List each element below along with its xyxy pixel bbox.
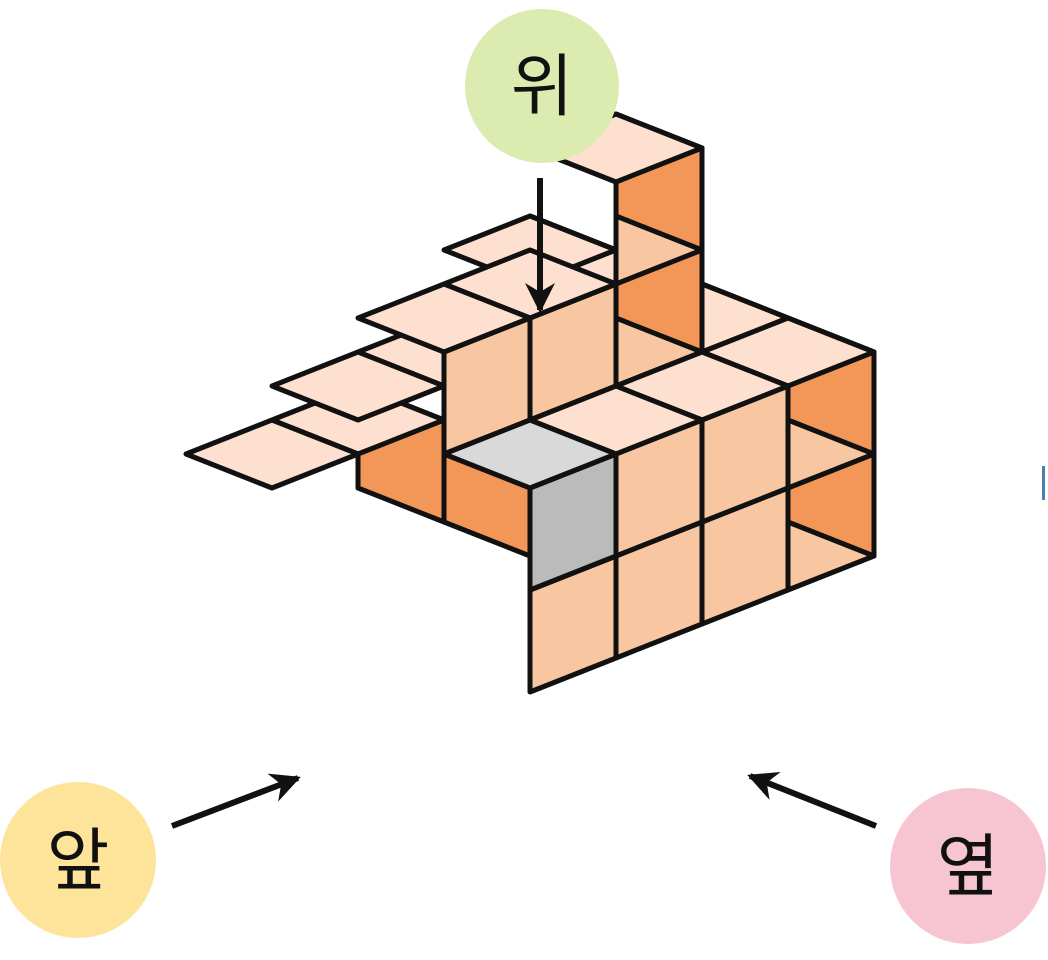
- top-view-label: 위: [511, 48, 574, 127]
- edge-mark: [1042, 466, 1045, 500]
- side-view-label: 옆: [937, 828, 1000, 907]
- side-view-badge: 옆: [890, 788, 1046, 944]
- front-view-label: 앞: [47, 822, 110, 901]
- cube-stack: [183, 111, 877, 695]
- front-view-badge: 앞: [0, 782, 156, 938]
- side-view-arrow: [747, 772, 878, 829]
- cube-top-face: [355, 281, 533, 355]
- cube-top-face: [183, 417, 361, 491]
- cube-top-face: [441, 417, 619, 491]
- top-view-badge: 위: [465, 9, 619, 163]
- cube-top-face: [269, 349, 447, 423]
- front-view-arrow: [170, 773, 301, 829]
